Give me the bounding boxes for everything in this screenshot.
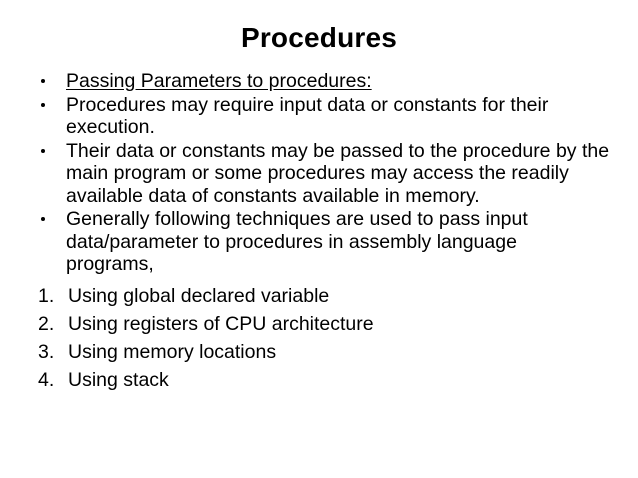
list-item: 3. Using memory locations (30, 338, 610, 366)
list-item: 2. Using registers of CPU architecture (30, 310, 610, 338)
list-item-number: 2. (38, 312, 55, 335)
list-item: Passing Parameters to procedures: (30, 70, 610, 93)
list-item-label: Their data or constants may be passed to… (66, 139, 610, 207)
list-item-label: Procedures may require input data or con… (66, 93, 549, 139)
list-item-number: 3. (38, 340, 55, 363)
list-item: Procedures may require input data or con… (30, 94, 610, 139)
list-item: 4. Using stack (30, 366, 610, 394)
list-item-number: 4. (38, 368, 55, 391)
page-title: Procedures (240, 22, 398, 53)
list-item-number: 1. (38, 284, 55, 307)
bullet-dot-icon (41, 217, 45, 221)
bullet-list: Passing Parameters to procedures: Proced… (30, 70, 610, 276)
list-item-label: Using stack (68, 368, 169, 391)
list-item: Their data or constants may be passed to… (30, 140, 610, 208)
bullet-dot-icon (41, 79, 45, 83)
list-item-label: Using global declared variable (68, 284, 330, 307)
list-item-label: Using memory locations (68, 340, 277, 363)
list-item-label: Passing Parameters to procedures: (66, 70, 372, 92)
bullet-dot-icon (41, 102, 45, 107)
bullet-dot-icon (41, 148, 45, 153)
slide-body: Passing Parameters to procedures: Proced… (30, 70, 610, 394)
list-item: 1. Using global declared variable (30, 282, 610, 310)
list-item-label: Using registers of CPU architecture (68, 312, 374, 335)
list-item-label: Generally following techniques are used … (66, 208, 528, 275)
numbered-list: 1. Using global declared variable 2. Usi… (30, 282, 610, 394)
list-item: Generally following techniques are used … (30, 208, 610, 276)
